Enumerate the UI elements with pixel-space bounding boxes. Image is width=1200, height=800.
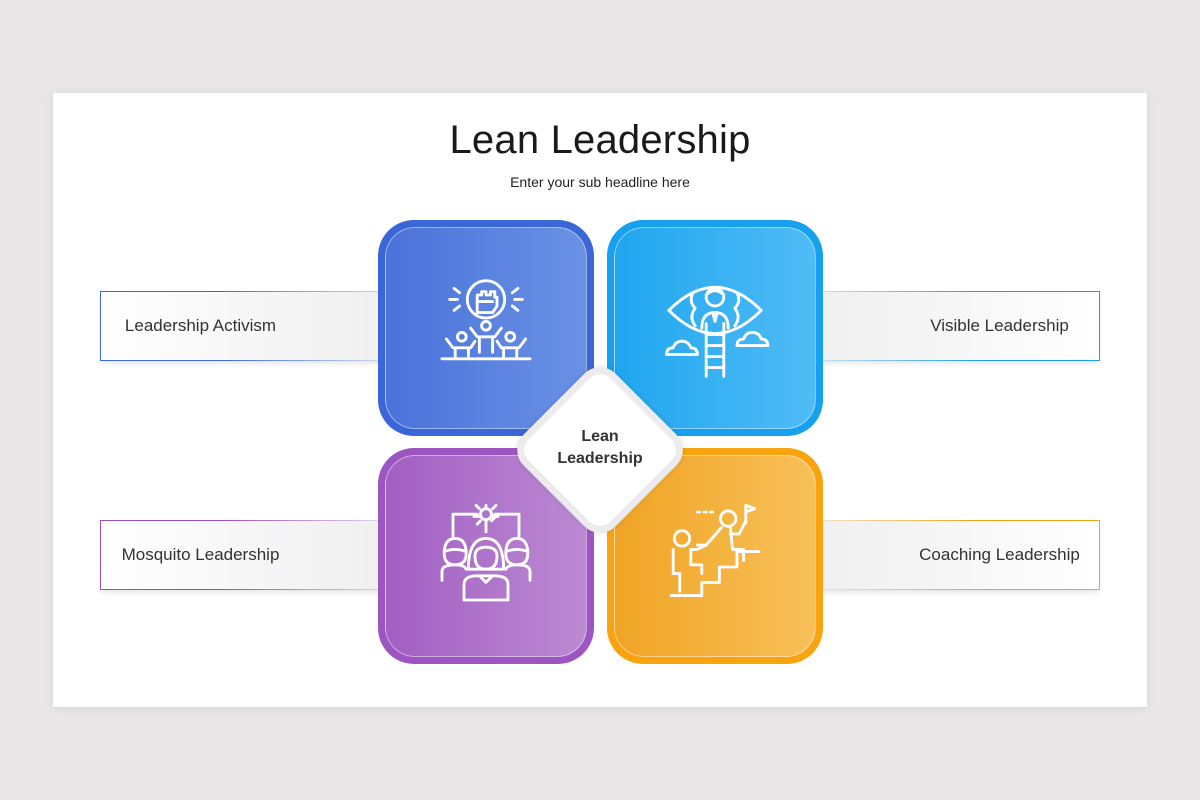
label-leadership-activism: Leadership Activism	[100, 291, 400, 361]
label-text: Coaching Leadership	[919, 545, 1080, 564]
stairs-helping-hand-icon	[669, 503, 761, 598]
center-label-line2: Leadership	[557, 450, 643, 467]
center-label-line1: Lean	[581, 428, 619, 445]
eye-ladder-person-icon	[665, 286, 770, 378]
label-text: Mosquito Leadership	[121, 545, 280, 564]
label-text: Leadership Activism	[124, 316, 277, 335]
card-leadership-activism	[378, 220, 594, 436]
mosquito-team-icon	[440, 503, 532, 602]
card-mosquito-leadership	[378, 448, 594, 664]
card-visible-leadership	[607, 220, 823, 436]
label-coaching-leadership: Coaching Leadership	[800, 520, 1100, 590]
label-text: Visible Leadership	[930, 316, 1069, 335]
center-label: Lean Leadership	[530, 426, 670, 470]
raised-fist-crowd-icon	[440, 279, 532, 361]
slide-title: Lean Leadership	[449, 118, 751, 162]
slide-subtitle: Enter your sub headline here	[510, 174, 690, 190]
label-visible-leadership: Visible Leadership	[800, 291, 1100, 361]
slide: Lean Leadership Enter your sub headline …	[53, 93, 1147, 707]
label-mosquito-leadership: Mosquito Leadership	[100, 520, 400, 590]
